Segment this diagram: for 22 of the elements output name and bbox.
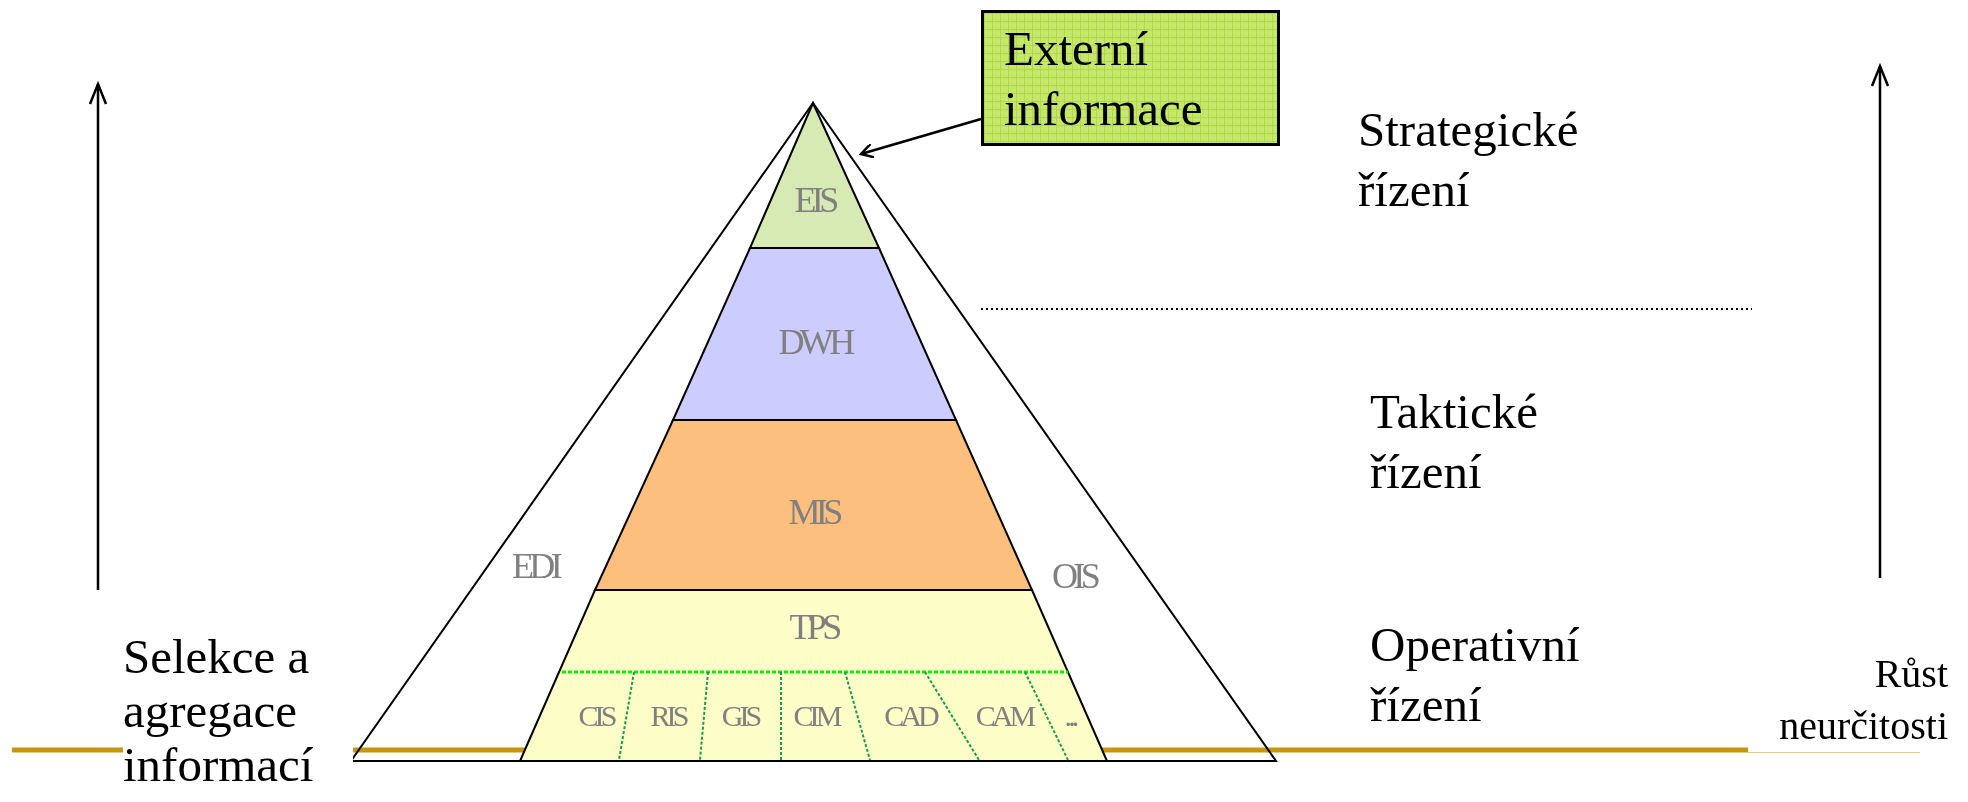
segment-label: CIM — [793, 699, 839, 733]
layer-label: DWH — [778, 322, 851, 362]
side-label: EDI — [512, 546, 560, 586]
level-label: Operativní řízení — [1370, 616, 1581, 734]
segment-label: CAD — [884, 699, 936, 733]
level-label: Taktické řízení — [1370, 383, 1539, 501]
layer-label: EIS — [794, 180, 835, 220]
segment-label: ... — [1064, 699, 1076, 733]
segment-label: GIS — [721, 699, 759, 733]
level-label: Strategické řízení — [1358, 101, 1580, 219]
pyramid-layer — [750, 103, 879, 248]
side-label: OIS — [1052, 556, 1098, 596]
segment-label: CAM — [975, 699, 1033, 733]
segment-label: CIS — [578, 699, 614, 733]
segment-label: RIS — [650, 699, 686, 733]
arrow — [859, 117, 982, 159]
pyramid-layer — [673, 248, 956, 420]
layer-label: TPS — [789, 607, 838, 647]
pyramid-layer — [520, 590, 1107, 761]
layer-label: MIS — [788, 492, 839, 532]
pyramid-layer — [595, 420, 1032, 590]
callout-box: Externí informace — [981, 10, 1280, 146]
